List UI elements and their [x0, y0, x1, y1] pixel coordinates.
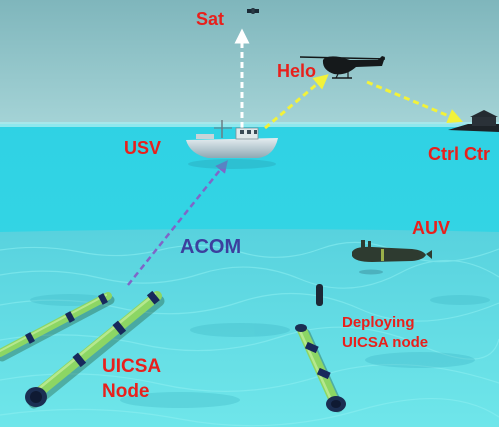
label-uicsa-node: UICSA Node [102, 355, 161, 404]
label-deploying-line-2: UICSA node [342, 333, 429, 351]
uicsa-cable-1 [0, 292, 115, 362]
label-helo: Helo [277, 61, 317, 81]
label-deploying-line-1: Deploying [342, 314, 415, 331]
label-acom: ACOM [180, 236, 242, 258]
label-deploying-node: Deploying UICSA node [342, 313, 428, 352]
satellite-icon [247, 8, 259, 14]
control-center-icon [448, 110, 499, 132]
seabed-shadows [30, 294, 490, 408]
link-usv-to-helo [264, 74, 329, 130]
label-ctrl-ctr: Ctrl Ctr [428, 144, 490, 164]
label-usv: USV [124, 138, 162, 158]
label-auv: AUV [412, 218, 451, 238]
label-uicsa-line-1: UICSA [102, 356, 162, 377]
deploying-node-icon [316, 284, 323, 306]
auv-icon [352, 240, 432, 275]
link-helo-to-ctrl [366, 80, 463, 124]
uicsa-cable-3 [295, 324, 346, 413]
uicsa-cable-2 [25, 290, 165, 409]
helicopter-icon [299, 56, 386, 79]
label-uicsa-line-2: Node [102, 380, 150, 402]
usv-boat-icon [186, 120, 278, 169]
link-acom-uicsa-to-usv [127, 160, 228, 286]
label-sat: Sat [196, 9, 225, 29]
sea-surface [0, 122, 499, 127]
